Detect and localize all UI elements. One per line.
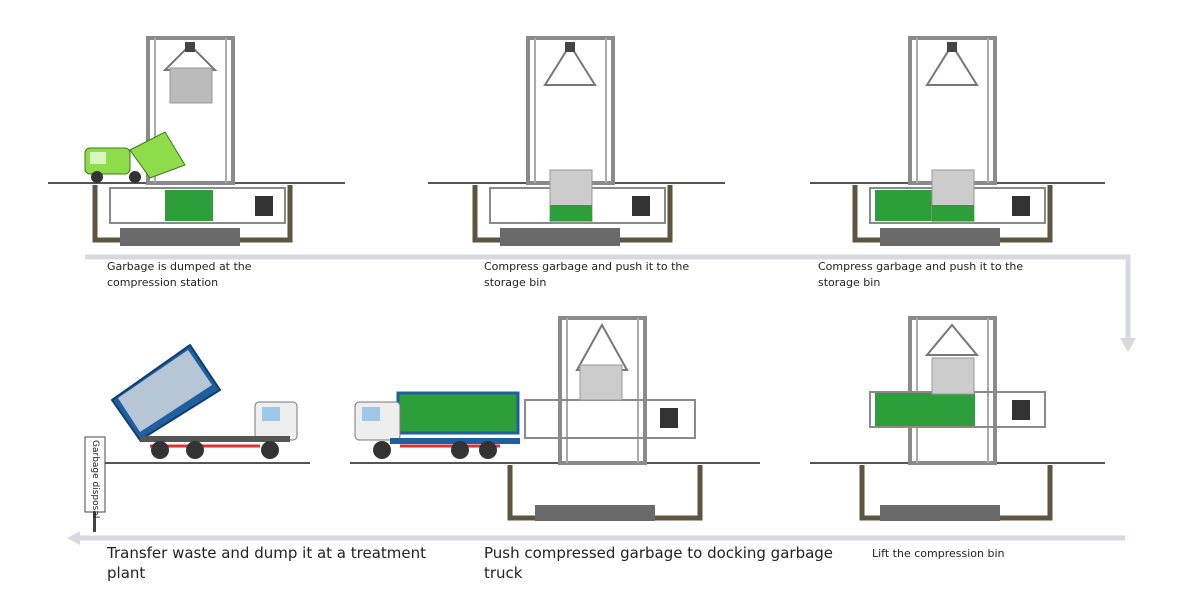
- flow-arrows: [67, 254, 1136, 545]
- flow-arrowhead-left: [67, 531, 80, 545]
- station-1: [48, 36, 345, 246]
- gantry-frame: [908, 316, 997, 465]
- hoist-bin: [169, 67, 213, 104]
- caption-step-2: Compress garbage and push it to the stor…: [484, 260, 690, 289]
- garbage-block: [165, 190, 213, 221]
- station-2: [428, 36, 725, 246]
- compactor-ram: [632, 196, 650, 216]
- station-5: [350, 316, 760, 521]
- compression-bin: [579, 364, 623, 401]
- gantry-frame: [558, 316, 647, 465]
- caption-step-3: Compress garbage and push it to the stor…: [818, 260, 1024, 289]
- truck-container: [396, 391, 520, 435]
- garbage-block: [550, 205, 592, 221]
- compactor-ram: [255, 196, 273, 216]
- compactor-ram: [660, 408, 678, 428]
- caption-step-6: Transfer waste and dump it at a treatmen…: [107, 544, 427, 582]
- gantry-frame: [146, 36, 235, 185]
- caption-step-1: Garbage is dumped at the compression sta…: [107, 260, 252, 289]
- disposal-sign-post: [93, 510, 96, 532]
- garbage-block: [932, 205, 974, 221]
- station-6: [84, 343, 310, 532]
- compression-bin: [931, 357, 975, 395]
- garbage-disposal-label: Garbage disposal: [90, 440, 100, 519]
- gantry-frame: [526, 36, 615, 185]
- station-4: [810, 316, 1105, 521]
- garbage-storage: [875, 190, 933, 221]
- caption-step-4: Lift the compression bin: [872, 547, 1005, 560]
- gantry-frame: [908, 36, 997, 185]
- compactor-ram: [1012, 400, 1030, 420]
- green-vehicle-bin: [129, 131, 186, 179]
- compactor-ram: [1012, 196, 1030, 216]
- garbage-storage: [875, 393, 975, 426]
- station-3: [810, 36, 1105, 246]
- caption-step-5: Push compressed garbage to docking garba…: [484, 544, 834, 582]
- disposal-sign-board: [84, 436, 106, 513]
- flow-arrowhead-down: [1120, 338, 1136, 352]
- flow-arrow-top-row: [85, 254, 1131, 338]
